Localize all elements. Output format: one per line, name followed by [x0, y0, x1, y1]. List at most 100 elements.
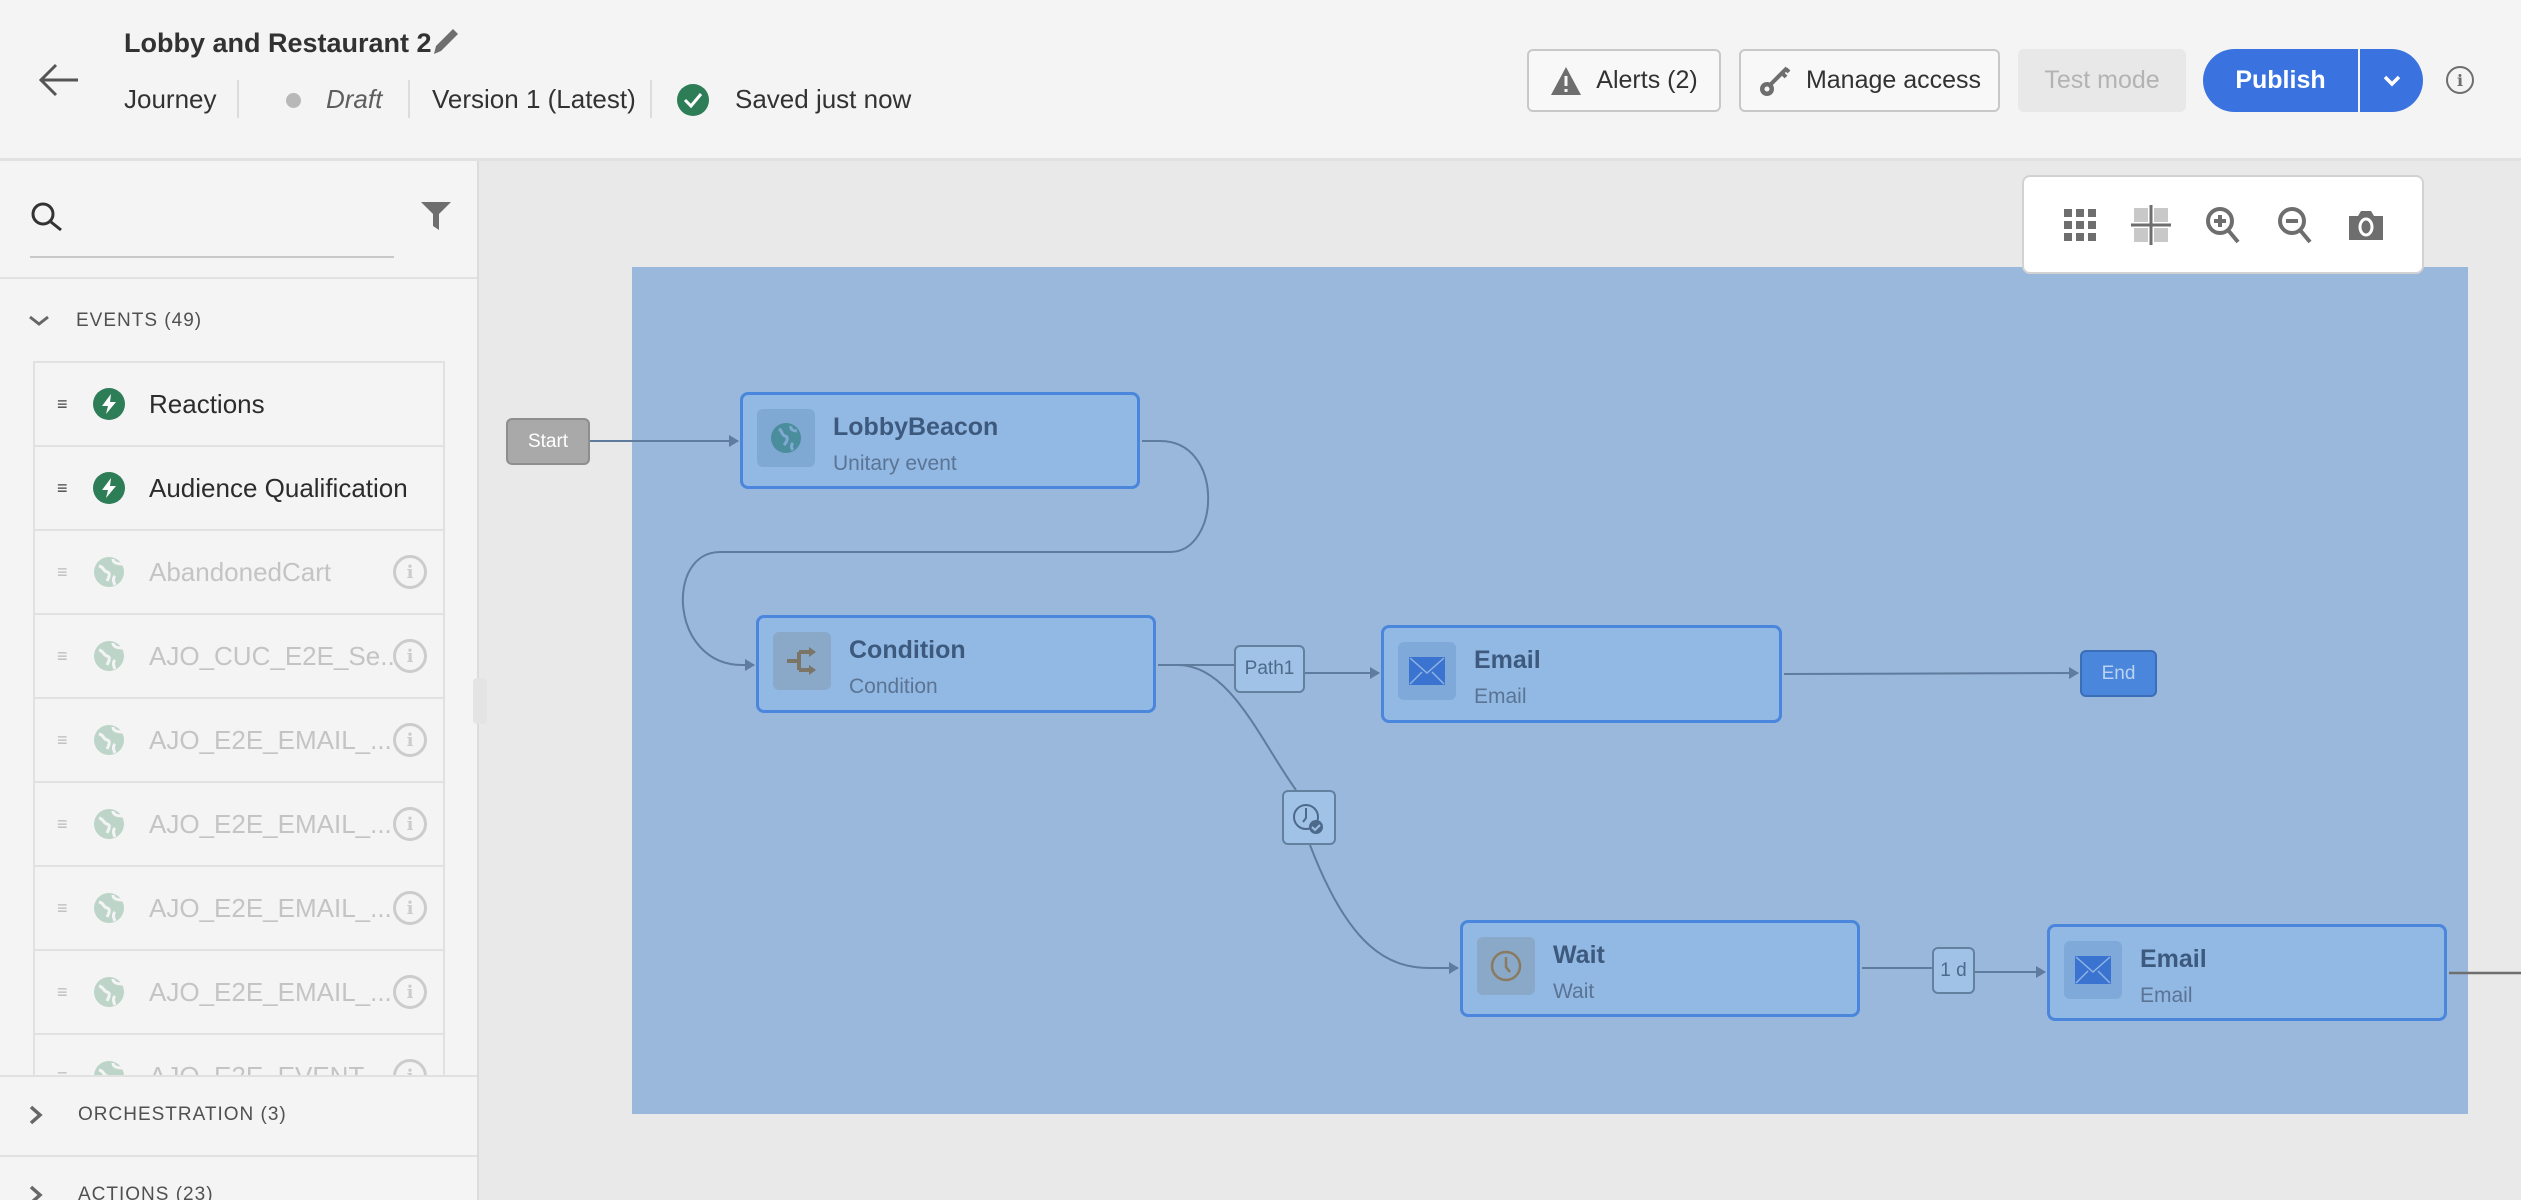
camera-icon[interactable] [2341, 200, 2391, 250]
publish-label: Publish [2235, 66, 2326, 94]
edge-email1-end [1783, 667, 2079, 680]
edge-label-path1[interactable]: Path1 [1234, 645, 1305, 693]
status-badge: Draft [326, 84, 383, 114]
edge-lobby-condition [681, 440, 1210, 671]
timeout-clock-check-icon[interactable] [1282, 790, 1336, 845]
globe-icon [93, 640, 125, 672]
globe-icon [93, 976, 125, 1008]
drag-handle-icon[interactable]: ≡ [57, 813, 68, 834]
drag-handle-icon[interactable]: ≡ [57, 729, 68, 750]
event-label: Reactions [149, 388, 265, 419]
section-orchestration[interactable]: ORCHESTRATION (3) [0, 1095, 477, 1135]
section-actions-label: ACTIONS (23) [78, 1184, 214, 1200]
info-icon[interactable]: i [393, 723, 427, 757]
alerts-button[interactable]: Alerts (2) [1527, 49, 1721, 112]
node-title: Wait [1553, 941, 1605, 969]
event-label: AJO_E2E_EMAIL_... [149, 724, 392, 755]
align-icon[interactable] [2126, 200, 2176, 250]
test-mode-button[interactable]: Test mode [2018, 49, 2186, 112]
alerts-label: Alerts (2) [1596, 66, 1698, 94]
drag-handle-icon[interactable]: ≡ [57, 561, 68, 582]
back-arrow-icon[interactable] [38, 62, 80, 103]
globe-icon [757, 409, 815, 467]
search-input[interactable] [72, 197, 392, 241]
envelope-icon [1398, 642, 1456, 700]
manage-access-label: Manage access [1805, 66, 1982, 94]
divider [0, 1155, 477, 1157]
header: Lobby and Restaurant 2 Journey Draft Ver… [0, 0, 2521, 161]
chevron-down-icon [29, 315, 49, 326]
drag-handle-icon[interactable]: ≡ [57, 477, 68, 498]
edge-timeout-wait [1309, 844, 1459, 974]
event-list-item[interactable]: ≡AJO_E2E_EMAIL_...i [35, 951, 443, 1035]
section-orchestration-label: ORCHESTRATION (3) [78, 1104, 287, 1125]
event-label: Audience Qualification [149, 472, 408, 503]
warning-icon [1551, 66, 1582, 95]
node-title: Email [2140, 945, 2207, 973]
globe-icon [93, 724, 125, 756]
chevron-down-icon [2383, 75, 2400, 86]
node-subtitle: Wait [1553, 980, 1595, 1003]
info-icon[interactable]: i [2446, 66, 2474, 94]
section-events[interactable]: EVENTS (49) [0, 301, 477, 341]
canvas-toolbar [2022, 175, 2424, 274]
condition-split-icon [773, 632, 831, 690]
journey-type: Journey [124, 84, 217, 114]
test-mode-label: Test mode [2044, 66, 2160, 94]
section-events-label: EVENTS (49) [76, 310, 203, 331]
event-label: AJO_CUC_E2E_Se... [149, 640, 393, 671]
globe-icon [93, 808, 125, 840]
status-dot-icon [286, 93, 301, 108]
edit-pencil-icon[interactable] [428, 24, 462, 63]
zoom-in-icon[interactable] [2198, 200, 2248, 250]
section-actions[interactable]: ACTIONS (23) [0, 1175, 477, 1200]
drag-handle-icon[interactable]: ≡ [57, 393, 68, 414]
journey-title: Lobby and Restaurant 2 [124, 28, 432, 58]
envelope-icon [2064, 941, 2122, 999]
info-icon[interactable]: i [393, 555, 427, 589]
chevron-right-icon [29, 1185, 43, 1200]
info-icon[interactable]: i [393, 639, 427, 673]
event-list-item[interactable]: ≡ Reactions [35, 363, 443, 447]
node-title: Email [1474, 646, 1541, 674]
edge-label-wait-duration[interactable]: 1 d [1932, 947, 1975, 994]
event-list-item[interactable]: ≡ Audience Qualification [35, 447, 443, 531]
event-list-item[interactable]: ≡AJO_E2E_EVENT_...i [35, 1035, 443, 1076]
grid-icon[interactable] [2055, 200, 2105, 250]
drag-handle-icon[interactable]: ≡ [57, 981, 68, 1002]
manage-access-button[interactable]: Manage access [1739, 49, 2000, 112]
sidebar: EVENTS (49) ≡ Reactions ≡ Audience Qualific… [0, 161, 479, 1200]
event-list-item[interactable]: ≡ AJO_E2E_EMAIL_...i [35, 699, 443, 783]
info-icon[interactable]: i [393, 807, 427, 841]
start-node[interactable]: Start [506, 418, 590, 465]
event-label: AbandonedCart [149, 556, 332, 587]
info-icon[interactable]: i [393, 975, 427, 1009]
event-list-item[interactable]: ≡ AbandonedCart i [35, 531, 443, 615]
drag-handle-icon[interactable]: ≡ [57, 897, 68, 918]
key-icon [1759, 66, 1791, 96]
divider [408, 80, 410, 118]
event-list-item[interactable]: ≡ AJO_CUC_E2E_Se...i [35, 615, 443, 699]
publish-button[interactable]: Publish [2203, 49, 2358, 112]
lightning-icon [93, 472, 125, 504]
event-label: AJO_E2E_EVENT_... [149, 1061, 393, 1076]
divider [0, 1075, 477, 1077]
lightning-icon [93, 388, 125, 420]
drag-handle-icon[interactable]: ≡ [57, 1066, 69, 1076]
info-icon[interactable]: i [393, 891, 427, 925]
end-node[interactable]: End [2080, 650, 2157, 697]
sidebar-resize-handle[interactable] [473, 678, 487, 724]
events-list: ≡ Reactions ≡ Audience Qualification ≡ Abando… [33, 361, 445, 1075]
zoom-out-icon[interactable] [2270, 200, 2320, 250]
publish-dropdown-button[interactable] [2360, 49, 2423, 112]
node-subtitle: Email [2140, 984, 2193, 1007]
drag-handle-icon[interactable]: ≡ [57, 645, 68, 666]
event-list-item[interactable]: ≡AJO_E2E_EMAIL_...i [35, 783, 443, 867]
filter-icon[interactable] [420, 201, 452, 236]
event-list-item[interactable]: ≡AJO_E2E_EMAIL_...i [35, 867, 443, 951]
